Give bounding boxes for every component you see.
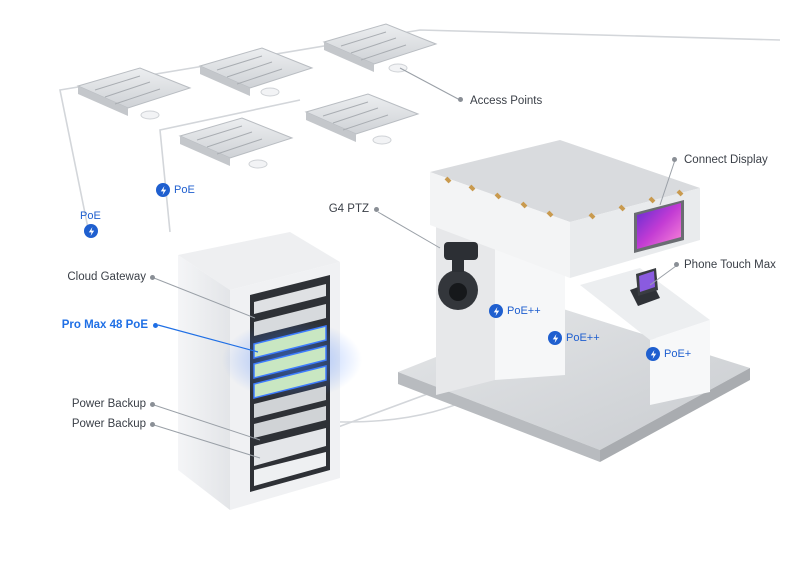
- access-point-1: [76, 67, 192, 120]
- leader-lines: [153, 67, 677, 459]
- access-points-label: Access Points: [470, 95, 543, 107]
- poe-pp-badge-display-text: PoE++: [566, 332, 600, 344]
- phone-touch-max-label: Phone Touch Max: [684, 259, 776, 271]
- bolt-icon: [84, 224, 98, 238]
- pro-max-48-poe-dot: [153, 323, 158, 328]
- poe-plus-badge-phone: PoE+: [646, 346, 691, 362]
- g4-ptz-label: G4 PTZ: [328, 203, 369, 215]
- poe-badge-upper: PoE: [156, 182, 195, 198]
- poe-badge-upper-text: PoE: [174, 184, 195, 196]
- access-point-5: [304, 93, 420, 145]
- access-point-4: [178, 117, 294, 169]
- access-points-dot: [458, 97, 463, 102]
- poe-plus-badge-phone-text: PoE+: [664, 348, 692, 360]
- connect-display-dot: [672, 157, 677, 162]
- cloud-gateway-label: Cloud Gateway: [67, 271, 146, 283]
- poe-badge-left-text: PoE: [80, 210, 101, 222]
- bolt-icon: [489, 304, 503, 318]
- room-diorama: [398, 140, 750, 462]
- phone-device: [630, 268, 660, 306]
- bolt-icon: [646, 347, 660, 361]
- server-rack: [178, 232, 362, 510]
- poe-pp-badge-camera: PoE++: [489, 303, 541, 319]
- power-backup-dot-1: [150, 402, 155, 407]
- phone-touch-max-dot: [674, 262, 679, 267]
- cloud-gateway-dot: [150, 275, 155, 280]
- connect-display-label: Connect Display: [684, 154, 768, 166]
- poe-pp-badge-display: PoE++: [548, 330, 600, 346]
- pro-max-48-poe-label: Pro Max 48 PoE: [61, 319, 148, 331]
- pro-max-leader-line: [157, 324, 259, 353]
- connect-display-device: [634, 200, 684, 253]
- poe-badge-left: PoE: [80, 210, 101, 238]
- bolt-icon: [156, 183, 170, 197]
- bolt-icon: [548, 331, 562, 345]
- g4-ptz-dot: [374, 207, 379, 212]
- access-point-2: [198, 47, 314, 97]
- power-backup-label-1: Power Backup: [71, 398, 146, 410]
- power-backup-label-2: Power Backup: [71, 418, 146, 430]
- ptz-camera-device: [438, 242, 478, 310]
- access-point-3: [322, 23, 438, 73]
- rack-units: [253, 284, 327, 486]
- access-point-grid: [76, 23, 438, 169]
- poe-pp-badge-camera-text: PoE++: [507, 305, 541, 317]
- power-backup-dot-2: [150, 422, 155, 427]
